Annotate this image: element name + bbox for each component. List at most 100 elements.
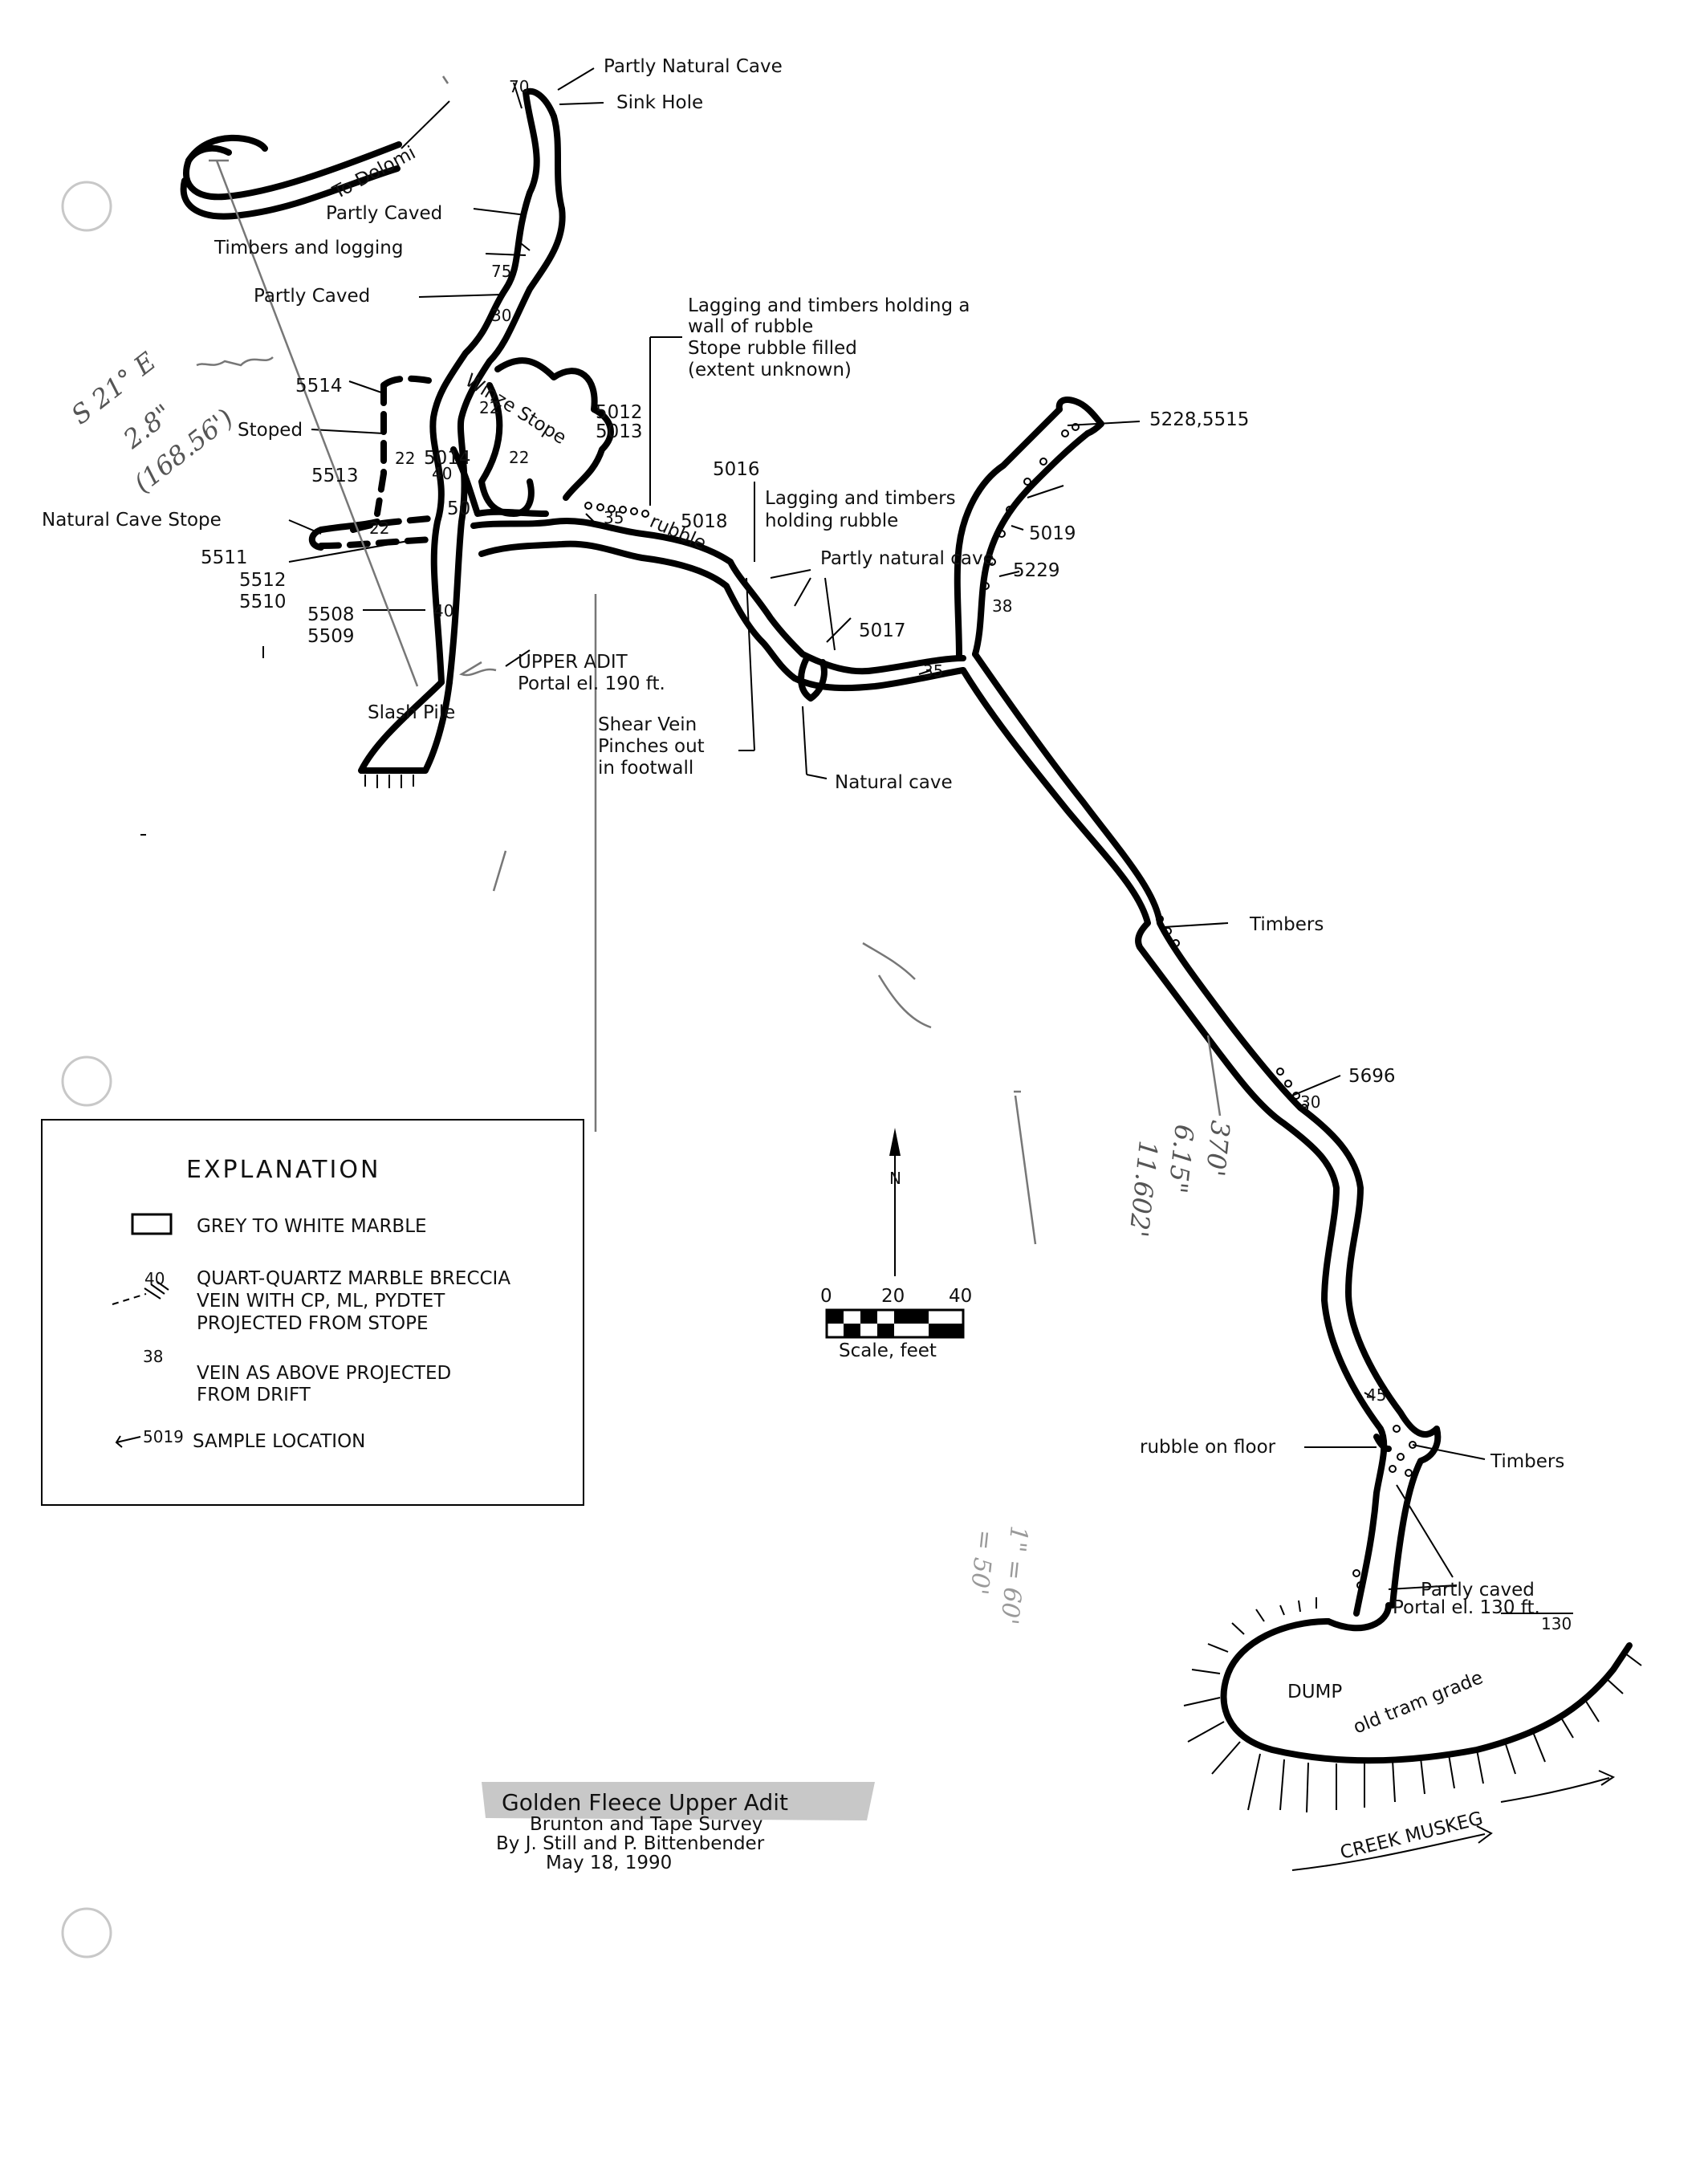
- south-drift-west: [960, 667, 1388, 1617]
- sample-50: 50: [447, 498, 470, 519]
- dump-outline: [1220, 1618, 1633, 1764]
- sample-5511: 5511: [201, 547, 248, 568]
- label-natural-cave-stope: Natural Cave Stope: [42, 510, 222, 531]
- slash-pile-hachures: [364, 775, 414, 788]
- dip-30b: 30: [1300, 1092, 1320, 1112]
- label-creek-muskeg: CREEK MUSKEG: [1338, 1808, 1485, 1864]
- dip-35a: 35: [604, 508, 624, 527]
- east-drift-south-wall: [478, 540, 966, 692]
- sample-5016: 5016: [713, 459, 760, 480]
- label-slash-pile: Slash Pile: [368, 702, 455, 723]
- label-partly-caved-1: Partly Caved: [326, 203, 442, 224]
- explanation-item2-1: QUART-QUARTZ MARBLE BRECCIA: [197, 1268, 510, 1289]
- sample-5509: 5509: [307, 626, 355, 647]
- sample-5013: 5013: [596, 421, 643, 442]
- label-sink-hole: Sink Hole: [616, 92, 703, 113]
- label-shear-vein-2: Pinches out: [598, 736, 705, 757]
- pencil-annotations: [196, 75, 1222, 1245]
- label-partly-natural-cave-2: Partly natural cave: [820, 548, 994, 569]
- explanation-item3-1: VEIN AS ABOVE PROJECTED: [197, 1363, 451, 1384]
- label-upper-adit-2: Portal el. 190 ft.: [518, 673, 665, 694]
- north-drift-east-wall: [446, 113, 566, 685]
- north-label: N: [889, 1169, 901, 1188]
- sample-5512: 5512: [239, 570, 287, 591]
- sample-5510: 5510: [239, 592, 287, 612]
- title-line3: By J. Still and P. Bittenbender: [496, 1833, 765, 1854]
- label-dump: DUMP: [1287, 1682, 1342, 1702]
- dip-45: 45: [1366, 1385, 1386, 1405]
- label-upper-adit-1: UPPER ADIT: [518, 652, 628, 673]
- label-partly-caved-3: Partly caved: [1421, 1580, 1535, 1601]
- east-drift-north-wall: [470, 518, 966, 675]
- label-partly-caved-2: Partly Caved: [254, 286, 370, 307]
- north-drift-west-wall: [429, 89, 540, 685]
- label-rubble-on-floor: rubble on floor: [1140, 1437, 1276, 1458]
- explanation-sym-dip: 40: [144, 1269, 165, 1288]
- label-stoped: Stoped: [238, 420, 303, 441]
- explanation-item2-3: PROJECTED FROM STOPE: [197, 1313, 429, 1334]
- dip-70: 70: [509, 77, 529, 96]
- label-portal-130: Portal el. 130 ft.: [1393, 1597, 1540, 1618]
- sample-5014: 5014: [424, 448, 471, 469]
- title-line2: Brunton and Tape Survey: [530, 1814, 762, 1835]
- sample-5696: 5696: [1348, 1066, 1396, 1087]
- label-shear-vein-3: in footwall: [598, 758, 693, 779]
- note-scale-60: 1" = 60': [994, 1524, 1033, 1625]
- explanation-item1: GREY TO WHITE MARBLE: [197, 1216, 427, 1237]
- sample-5012: 5012: [596, 402, 643, 423]
- sample-5019: 5019: [1029, 523, 1076, 544]
- north-branch-east: [972, 430, 1091, 657]
- sample-5228-5515: 5228,5515: [1149, 409, 1249, 430]
- sample-5514: 5514: [295, 376, 343, 397]
- dip-40b: 40: [433, 601, 453, 620]
- dip-40a: 40: [432, 464, 452, 483]
- dip-22a: 22: [479, 398, 499, 417]
- north-arrow: N: [889, 1128, 901, 1276]
- label-timbers-1: Timbers: [1249, 914, 1324, 935]
- dip-38: 38: [992, 596, 1012, 616]
- dip-75: 75: [491, 262, 511, 281]
- label-lagging-4: (extent unknown): [688, 360, 852, 380]
- scale-tick-20: 20: [881, 1286, 905, 1307]
- label-partly-natural-cave: Partly Natural Cave: [604, 56, 783, 77]
- label-winze-stope: Winze Stope: [462, 370, 570, 449]
- dip-35b: 35: [923, 661, 943, 681]
- label-lagging-1: Lagging and timbers holding a: [688, 295, 970, 316]
- binder-hole-top: [61, 181, 112, 232]
- note-right-615: 6.15": [1162, 1123, 1200, 1194]
- dip-22-stope: 22: [369, 519, 389, 538]
- winze-stope: [494, 357, 614, 501]
- label-old-tram-grade: old tram grade: [1351, 1667, 1486, 1738]
- sample-dots: [584, 423, 1417, 1589]
- label-timbers-2: Timbers: [1490, 1451, 1564, 1472]
- scale-label: Scale, feet: [839, 1340, 937, 1361]
- sample-5508: 5508: [307, 604, 355, 625]
- scale-tick-40: 40: [949, 1286, 972, 1307]
- dolomi-drift: [183, 134, 402, 201]
- sample-5229: 5229: [1013, 560, 1060, 581]
- explanation-heading: EXPLANATION: [186, 1156, 380, 1184]
- sample-5017: 5017: [859, 620, 906, 641]
- title-block: Golden Fleece Upper Adit Brunton and Tap…: [482, 1782, 875, 1873]
- north-branch-west: [954, 406, 1063, 661]
- explanation-sym-sample: 5019: [143, 1427, 184, 1446]
- scale-bar: 0 20 40 Scale, feet: [820, 1286, 972, 1361]
- note-right-370: 370': [1200, 1119, 1236, 1178]
- label-lagging-rubble-2: holding rubble: [765, 510, 898, 531]
- label-lagging-2: wall of rubble: [688, 316, 813, 337]
- scale-tick-0: 0: [820, 1286, 832, 1307]
- stope-dashed-west: [380, 375, 437, 388]
- dip-22c: 22: [395, 449, 415, 468]
- label-natural-cave: Natural cave: [835, 772, 953, 793]
- label-lagging-3: Stope rubble filled: [688, 338, 857, 359]
- label-elev-130: 130: [1541, 1614, 1572, 1633]
- title-line4: May 18, 1990: [546, 1853, 672, 1873]
- leader-lines: [288, 67, 1573, 1614]
- explanation-item4: SAMPLE LOCATION: [193, 1431, 365, 1452]
- tunnel-outlines: [180, 87, 1442, 1617]
- note-right-11602: 11.602': [1123, 1139, 1163, 1239]
- dip-numbers: 70 75 30 22 22 22 40 40 35 35 38 30 45 2…: [369, 77, 1386, 1405]
- binder-hole-bottom: [61, 1907, 112, 1959]
- explanation-legend: EXPLANATION GREY TO WHITE MARBLE 40 QUAR…: [41, 1119, 584, 1506]
